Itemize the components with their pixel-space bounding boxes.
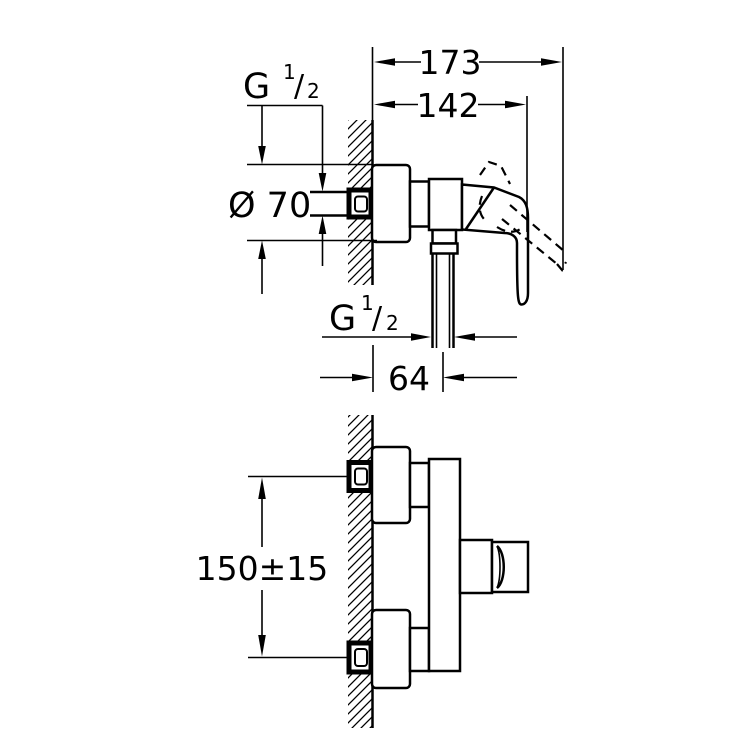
thread-g: G: [329, 299, 356, 339]
thread-denominator: 2: [307, 79, 320, 103]
dashed-lever-tip: [556, 261, 567, 272]
union-nut-bottom-bore: [354, 648, 368, 667]
dim-label-64: 64: [388, 359, 430, 398]
escutcheon: [370, 163, 412, 244]
escutcheon-bottom: [370, 608, 412, 690]
dashed-lever-edge-1: [509, 204, 565, 252]
arrowhead-right: [411, 333, 431, 341]
handle-stem: [458, 538, 494, 595]
lever-handle: [460, 183, 530, 306]
dashed-cone-arc: [478, 195, 487, 222]
arrowhead-left: [374, 100, 395, 109]
thread-numerator: 1: [283, 60, 296, 84]
arrowhead-left: [454, 333, 475, 341]
arrowhead-down: [258, 146, 266, 165]
handle-alt-position-dashed: [478, 160, 567, 272]
escutcheon-top: [370, 445, 412, 525]
dimension-body-depth: 142: [374, 86, 528, 232]
union-nut-bore: [354, 195, 368, 213]
arrowhead-down: [318, 173, 327, 192]
side-view: 173 142 G 1 / 2: [228, 43, 567, 398]
dim-label-hole-distance: 150±15: [196, 549, 329, 588]
dim-label-diameter: Ø 70: [228, 186, 311, 226]
arrowhead-right: [541, 58, 562, 66]
arrowhead-right: [352, 373, 373, 382]
thread-label-top: G 1 / 2: [243, 60, 327, 266]
body-neck-bottom: [408, 626, 431, 673]
dimension-hole-distance: 150±15: [196, 475, 350, 659]
dashed-lever-edge-2: [501, 218, 558, 265]
union-nut-top-bore: [354, 467, 368, 486]
arrowhead-up: [258, 477, 266, 499]
arrowhead-up: [258, 240, 266, 259]
body-neck: [408, 180, 431, 228]
cone-edge-line: [464, 186, 496, 230]
thread-label-bottom: G 1 / 2: [322, 291, 517, 341]
arrowhead-left: [443, 373, 464, 382]
arrowhead-down: [258, 635, 266, 657]
dim-label-142: 142: [417, 86, 480, 125]
thread-g: G: [243, 67, 270, 107]
arrowhead-left: [374, 58, 395, 66]
arrowhead-right: [505, 100, 526, 109]
dashed-handle-top: [479, 160, 511, 185]
mixer-body: [427, 457, 462, 673]
thread-denominator: 2: [386, 311, 399, 335]
knob-curve-outer: [496, 545, 505, 589]
dim-label-173: 173: [419, 43, 482, 82]
knob-curve-inner: [496, 545, 501, 589]
outlet-collar: [429, 242, 459, 255]
thread-slash: /: [294, 69, 305, 104]
thread-numerator: 1: [361, 291, 374, 315]
dimension-total-depth: 173: [371, 43, 564, 270]
body-neck-top: [408, 461, 431, 509]
dashed-hub-arc: [496, 225, 525, 233]
dimension-outlet-offset: 64: [320, 345, 517, 398]
front-view: 150±15: [196, 415, 530, 728]
thread-slash: /: [372, 301, 383, 336]
dimension-escutcheon-diameter: Ø 70: [228, 106, 377, 294]
outlet-nipple: [431, 228, 458, 245]
arrowhead-up: [318, 215, 327, 234]
mixer-body: [427, 177, 464, 232]
